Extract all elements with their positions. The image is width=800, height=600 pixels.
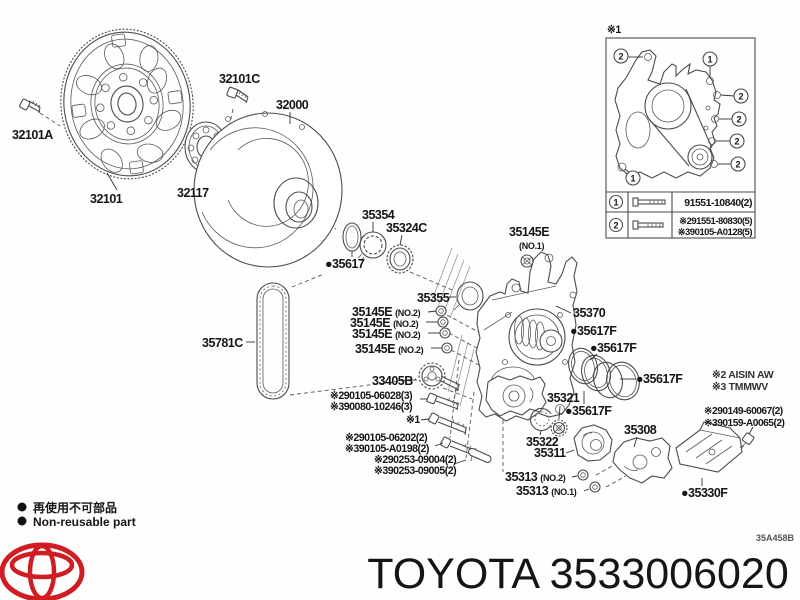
label-35145E-no1: 35145E bbox=[509, 225, 549, 239]
bolt-icon bbox=[632, 197, 666, 207]
nut-35313-no2-drawing bbox=[577, 469, 589, 481]
sheet-code: 35A458B bbox=[756, 533, 795, 543]
label-35781C: 35781C bbox=[202, 336, 243, 350]
pump-body-drawing bbox=[485, 375, 547, 417]
non-reusable-dot bbox=[17, 516, 27, 526]
gear-35321-drawing bbox=[550, 419, 568, 437]
chain-35781C-drawing bbox=[256, 282, 290, 400]
label-32101A: 32101A bbox=[12, 128, 53, 142]
flexplate-drawing bbox=[60, 28, 194, 180]
inset-table: 1 91551-10840(2) 2 ※291551-80830(5) ※390… bbox=[608, 194, 753, 238]
toyota-logo bbox=[0, 542, 85, 600]
table-callout-2: 2 bbox=[613, 221, 618, 231]
nuts-35145E-no2-drawing bbox=[435, 305, 453, 354]
inset-box: 2 1 2 2 2 2 1 1 bbox=[605, 37, 756, 239]
label-ref-1: ※1 bbox=[406, 414, 420, 426]
label-32117: 32117 bbox=[177, 186, 209, 200]
label-33405B: 33405B bbox=[372, 374, 413, 388]
label-35145E-no2-4: 35145E(NO.2) bbox=[355, 342, 424, 356]
nut-35145E-no1-drawing bbox=[520, 254, 534, 268]
bolt-06028-drawing bbox=[426, 392, 460, 411]
bolt-32101C-drawing bbox=[226, 86, 249, 104]
callout-2: 2 bbox=[618, 52, 623, 62]
label-35617F-3: ●35617F bbox=[636, 372, 683, 386]
label-35324C: 35324C bbox=[386, 221, 427, 235]
inset-ref-label: ※1 bbox=[607, 24, 621, 36]
note-aisin: ※2 AISIN AW bbox=[712, 369, 774, 381]
label-bolt-10246: ※390080-10246(3) bbox=[330, 401, 412, 413]
label-35354: 35354 bbox=[362, 208, 395, 222]
callout-2: 2 bbox=[738, 92, 743, 102]
label-35308: 35308 bbox=[624, 423, 657, 437]
label-pin-09004: ※290253-09004(2) bbox=[374, 454, 456, 466]
bolt-60067-drawing bbox=[739, 432, 755, 449]
label-35617F-1: ●35617F bbox=[570, 324, 617, 338]
bracket-35330F-drawing bbox=[675, 421, 743, 473]
bolt-icon bbox=[632, 220, 664, 230]
label-35322: 35322 bbox=[526, 435, 559, 449]
chain-run-hatching bbox=[431, 247, 475, 407]
legend-english: Non-reusable part bbox=[33, 515, 136, 529]
label-35617F-4: ●35617F bbox=[565, 404, 612, 418]
cring-35322-drawing bbox=[530, 407, 552, 432]
bolt-ref1-drawing bbox=[428, 412, 468, 436]
oring-35617-drawing bbox=[342, 222, 362, 252]
label-32000: 32000 bbox=[276, 98, 309, 112]
callout-2: 2 bbox=[735, 160, 740, 170]
label-35145E-no1-suffix: (NO.1) bbox=[519, 241, 545, 251]
sprocket-33405B-drawing bbox=[418, 362, 461, 392]
label-32101: 32101 bbox=[90, 192, 123, 206]
torque-converter-drawing bbox=[193, 111, 343, 268]
label-35145E-no2-3: 35145E(NO.2) bbox=[352, 327, 421, 341]
inset-bracket-drawing bbox=[614, 49, 721, 179]
table-callout-1: 1 bbox=[613, 198, 618, 208]
bolt-32101A-drawing bbox=[19, 98, 41, 114]
page-title: TOYOTA 3533006020 bbox=[367, 550, 789, 598]
label-35311: 35311 bbox=[534, 446, 566, 460]
non-reusable-legend: 再使用不可部品 Non-reusable part bbox=[17, 500, 136, 529]
callout-1: 1 bbox=[707, 55, 712, 65]
label-bolt-A0198: ※390105-A0198(2) bbox=[345, 443, 429, 455]
seal-35355-drawing bbox=[453, 281, 484, 311]
label-35145E-no2-1: 35145E(NO.2) bbox=[352, 305, 421, 319]
callout-1: 1 bbox=[630, 174, 635, 184]
label-35355: 35355 bbox=[417, 291, 450, 305]
label-35313-no1: 35313(NO.1) bbox=[516, 484, 577, 498]
table-part-number: 91551-10840(2) bbox=[684, 197, 752, 209]
label-35313-no2: 35313(NO.2) bbox=[505, 470, 566, 484]
legend-japanese: 再使用不可部品 bbox=[33, 500, 117, 515]
label-32101C: 32101C bbox=[219, 72, 260, 86]
callout-2: 2 bbox=[734, 137, 739, 147]
label-bolt-A0065: ※390159-A0065(2) bbox=[704, 418, 785, 429]
label-bolt-60067: ※290149-60067(2) bbox=[704, 406, 783, 417]
label-bolt-06202: ※290105-06202(2) bbox=[345, 432, 427, 444]
label-35617: ●35617 bbox=[325, 257, 365, 271]
label-35617F-2: ●35617F bbox=[590, 341, 637, 355]
label-35330F: ●35330F bbox=[681, 486, 728, 500]
label-bolt-06028: ※290105-06028(3) bbox=[330, 390, 412, 402]
note-tmmwv: ※3 TMMWV bbox=[712, 381, 768, 393]
label-35370: 35370 bbox=[573, 306, 606, 320]
label-35321: 35321 bbox=[547, 391, 580, 405]
pin-09004-drawing bbox=[467, 447, 492, 463]
pump-cover-35308-drawing bbox=[612, 437, 673, 484]
label-35145E-no2-2: 35145E(NO.2) bbox=[350, 316, 419, 330]
label-pin-09005: ※390253-09005(2) bbox=[374, 465, 456, 477]
nut-35313-no1-drawing bbox=[589, 481, 601, 493]
rotor-35311-drawing bbox=[573, 424, 613, 462]
callout-2: 2 bbox=[736, 115, 741, 125]
table-part-number: ※390105-A0128(5) bbox=[678, 227, 753, 238]
bearing-35324C-drawing bbox=[386, 244, 414, 274]
inset-callouts: 2 1 2 2 2 2 1 bbox=[613, 48, 749, 186]
non-reusable-dot bbox=[17, 502, 27, 512]
table-part-number: ※291551-80830(5) bbox=[679, 216, 752, 227]
